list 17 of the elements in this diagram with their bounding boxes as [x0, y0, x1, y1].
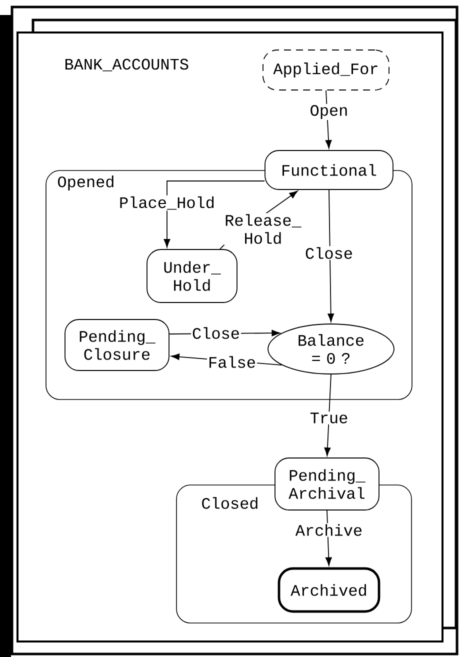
edge-label: Open: [308, 104, 350, 120]
edge-label: Release_ Hold: [222, 213, 304, 245]
edge-label: True: [308, 412, 350, 424]
edge-label: Archive: [294, 523, 364, 537]
edge-label: Close: [191, 326, 241, 340]
arrow: [324, 374, 332, 456]
arrow: [328, 190, 334, 322]
state-box: Functional: [264, 150, 394, 190]
state-box: Under_ Hold: [146, 249, 238, 303]
state-box: Applied_For: [262, 50, 390, 90]
state-box: Archived: [278, 567, 380, 613]
state-box: Pending_ Closure: [64, 319, 170, 371]
edge-label: Place_Hold: [118, 195, 216, 211]
state-box: Pending_ Archival: [274, 458, 380, 510]
edge-label: False: [207, 355, 257, 369]
arrow: [164, 180, 265, 248]
edge-label: Close: [304, 246, 354, 260]
